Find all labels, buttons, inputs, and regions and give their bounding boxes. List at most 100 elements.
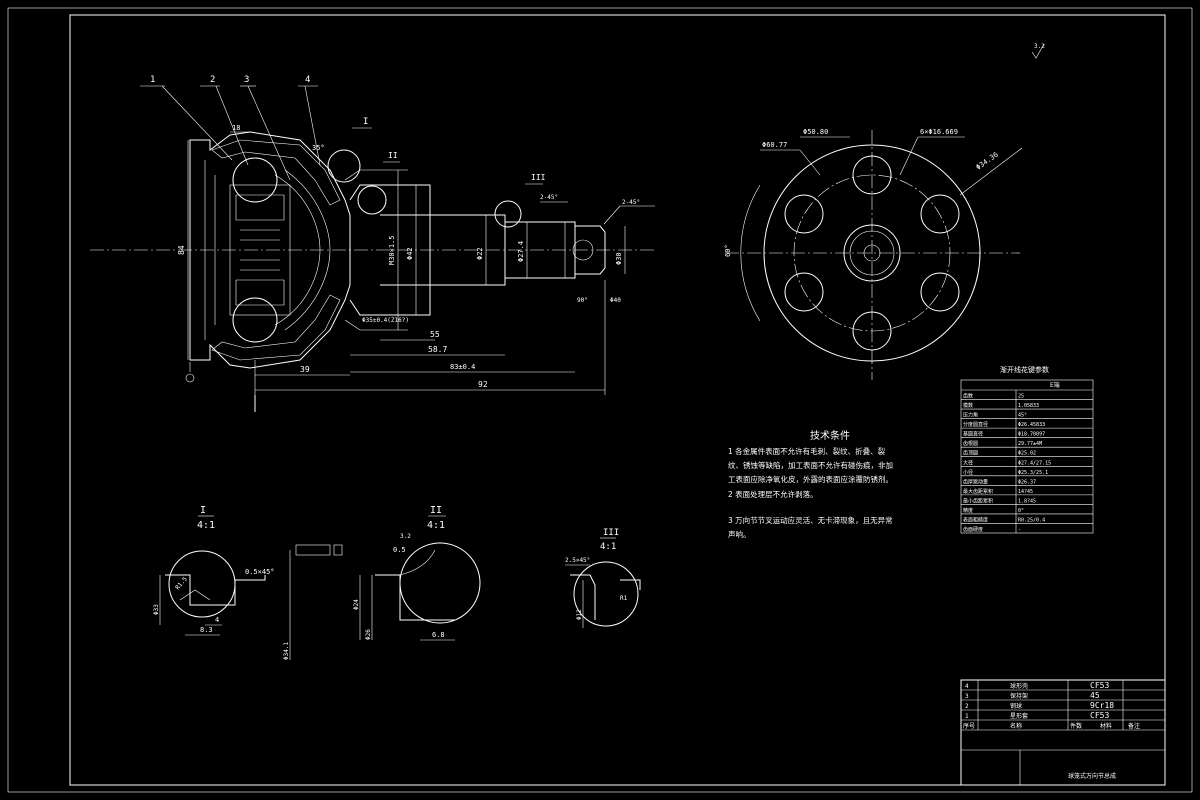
svg-text:Φ40: Φ40	[610, 297, 621, 304]
svg-text:2.5×45°: 2.5×45°	[565, 557, 590, 564]
svg-text:60°: 60°	[724, 244, 732, 257]
param-name: 基圆直径	[963, 431, 983, 438]
svg-text:R1: R1	[620, 595, 628, 602]
param-value: 1.05833	[1018, 403, 1039, 409]
main-section-view: 1 2 3 4 I II III 39 55 58.7 83±0.4 92 84…	[90, 75, 655, 412]
param-value: -	[1018, 527, 1021, 533]
svg-text:Φ33: Φ33	[153, 604, 160, 615]
svg-text:E端: E端	[1050, 381, 1060, 389]
detail-circle-I	[327, 149, 361, 183]
svg-text:4:1: 4:1	[427, 520, 445, 531]
svg-text:83±0.4: 83±0.4	[450, 363, 475, 371]
svg-text:6.8: 6.8	[432, 631, 445, 639]
callout-2: 2	[210, 75, 215, 85]
outer-border	[7, 7, 1193, 793]
svg-text:39: 39	[300, 365, 310, 374]
param-value: Φ27.4/27.15	[1018, 460, 1051, 466]
param-value: R0.25/0.4	[1018, 517, 1045, 523]
param-name: 最大齿距累积	[963, 488, 993, 495]
bom-index: 3	[965, 693, 969, 700]
param-name: 表面粗糙度	[963, 516, 988, 523]
svg-text:Φ26: Φ26	[365, 629, 372, 640]
bom-index: 1	[965, 713, 969, 720]
svg-text:材料: 材料	[1100, 722, 1112, 730]
svg-text:2-45°: 2-45°	[540, 194, 558, 201]
callout-3: 3	[244, 75, 249, 85]
param-value: 45°	[1018, 413, 1027, 419]
svg-text:II: II	[388, 151, 398, 160]
end-view: 60° Φ50.80 6×Φ16.669 Φ60.77 Φ34.36	[724, 128, 1023, 380]
svg-text:0.5×45°: 0.5×45°	[245, 568, 275, 576]
svg-text:Φ50.80: Φ50.80	[803, 128, 828, 136]
param-value: Φ25.3/25.1	[1018, 470, 1048, 476]
tech-item-1: 1 各金属件表面不允许有毛刺、裂纹、折叠、裂纹、锈蚀等缺陷，加工表面不允许有碰伤…	[728, 447, 893, 484]
callout-4: 4	[305, 75, 310, 85]
param-name: 最小齿距累积	[963, 497, 993, 504]
svg-text:Φ60.77: Φ60.77	[762, 141, 787, 149]
bom-name: 球形壳	[1010, 682, 1028, 690]
detail-view-I: I 4:1 Φ33 8.3 4 0.5×45° R1.5 Φ34.1	[153, 505, 343, 660]
detail-view-III: III 4:1 2.5×45° R1 Φ12	[565, 528, 641, 628]
bom-index: 4	[965, 683, 969, 690]
bom-name: 星形套	[1010, 712, 1028, 720]
param-name: 齿面硬度	[963, 526, 983, 533]
detail-circle-II	[357, 185, 387, 215]
detail-circle-III	[494, 200, 522, 228]
svg-text:III: III	[603, 528, 619, 538]
bom-index: 2	[965, 703, 969, 710]
bom-name: 保持架	[1010, 692, 1028, 700]
svg-text:I: I	[200, 505, 206, 516]
svg-text:3.2: 3.2	[1034, 43, 1045, 50]
svg-text:Φ30: Φ30	[615, 252, 623, 265]
svg-text:序号: 序号	[963, 722, 975, 730]
param-name: 分度圆直径	[963, 421, 988, 428]
param-value: 29.77±4M	[1018, 441, 1042, 447]
param-value: 0°	[1018, 508, 1024, 514]
bom-material: 9Cr18	[1090, 701, 1114, 710]
svg-text:件数: 件数	[1070, 722, 1082, 730]
param-name: 精度	[963, 507, 973, 514]
svg-text:Φ42: Φ42	[406, 247, 414, 260]
svg-text:35°: 35°	[312, 144, 325, 152]
param-name: 齿顶圆	[963, 451, 978, 457]
svg-text:3.2: 3.2	[400, 533, 411, 540]
svg-text:备注: 备注	[1128, 722, 1140, 730]
svg-text:58.7: 58.7	[428, 345, 447, 354]
param-value: Φ18.70897	[1018, 432, 1045, 438]
svg-text:0.5: 0.5	[393, 546, 406, 554]
callout-1: 1	[150, 75, 155, 85]
param-name: 齿厚跳动量	[963, 478, 988, 485]
param-value: Φ25.02	[1018, 451, 1036, 457]
datum-symbol	[185, 373, 195, 383]
svg-text:4:1: 4:1	[197, 520, 215, 531]
svg-text:6×Φ16.669: 6×Φ16.669	[920, 128, 958, 136]
drawing-frame	[69, 14, 1166, 786]
param-name: 齿根圆	[963, 440, 978, 447]
param-value: Φ26.45833	[1018, 422, 1045, 428]
param-value: 25	[1018, 394, 1024, 400]
svg-text:M30×1.5: M30×1.5	[388, 235, 396, 265]
detail-view-II: II 4:1 Φ24 Φ26 6.8 0.5 3.2	[353, 505, 481, 641]
svg-text:III: III	[531, 173, 546, 182]
svg-text:8.3: 8.3	[200, 626, 213, 634]
bom-material: CF53	[1090, 711, 1109, 720]
param-name: 大径	[963, 459, 973, 466]
param-name: 模数	[963, 402, 973, 409]
params-title: 渐开线花键参数	[1000, 365, 1049, 374]
svg-text:55: 55	[430, 330, 440, 339]
svg-text:Φ34.1: Φ34.1	[283, 642, 290, 660]
tech-item-3: 3 万向节节叉运动应灵活、无卡滞现象，且无异常声响。	[728, 516, 893, 539]
svg-text:92: 92	[478, 380, 488, 389]
svg-text:II: II	[430, 505, 442, 516]
tech-item-2: 2 表面处理层不允许剥落。	[728, 490, 818, 499]
svg-text:Φ12: Φ12	[576, 609, 583, 620]
bom-material: CF53	[1090, 681, 1109, 690]
param-name: 压力角	[963, 412, 978, 419]
bom-name: 钢球	[1010, 702, 1022, 710]
svg-text:Φ35±0.4(Z16?): Φ35±0.4(Z16?)	[362, 317, 409, 324]
svg-text:90°: 90°	[577, 297, 588, 304]
drawing-title: 球笼式万向节总成	[1068, 772, 1116, 780]
svg-text:18: 18	[232, 124, 240, 132]
